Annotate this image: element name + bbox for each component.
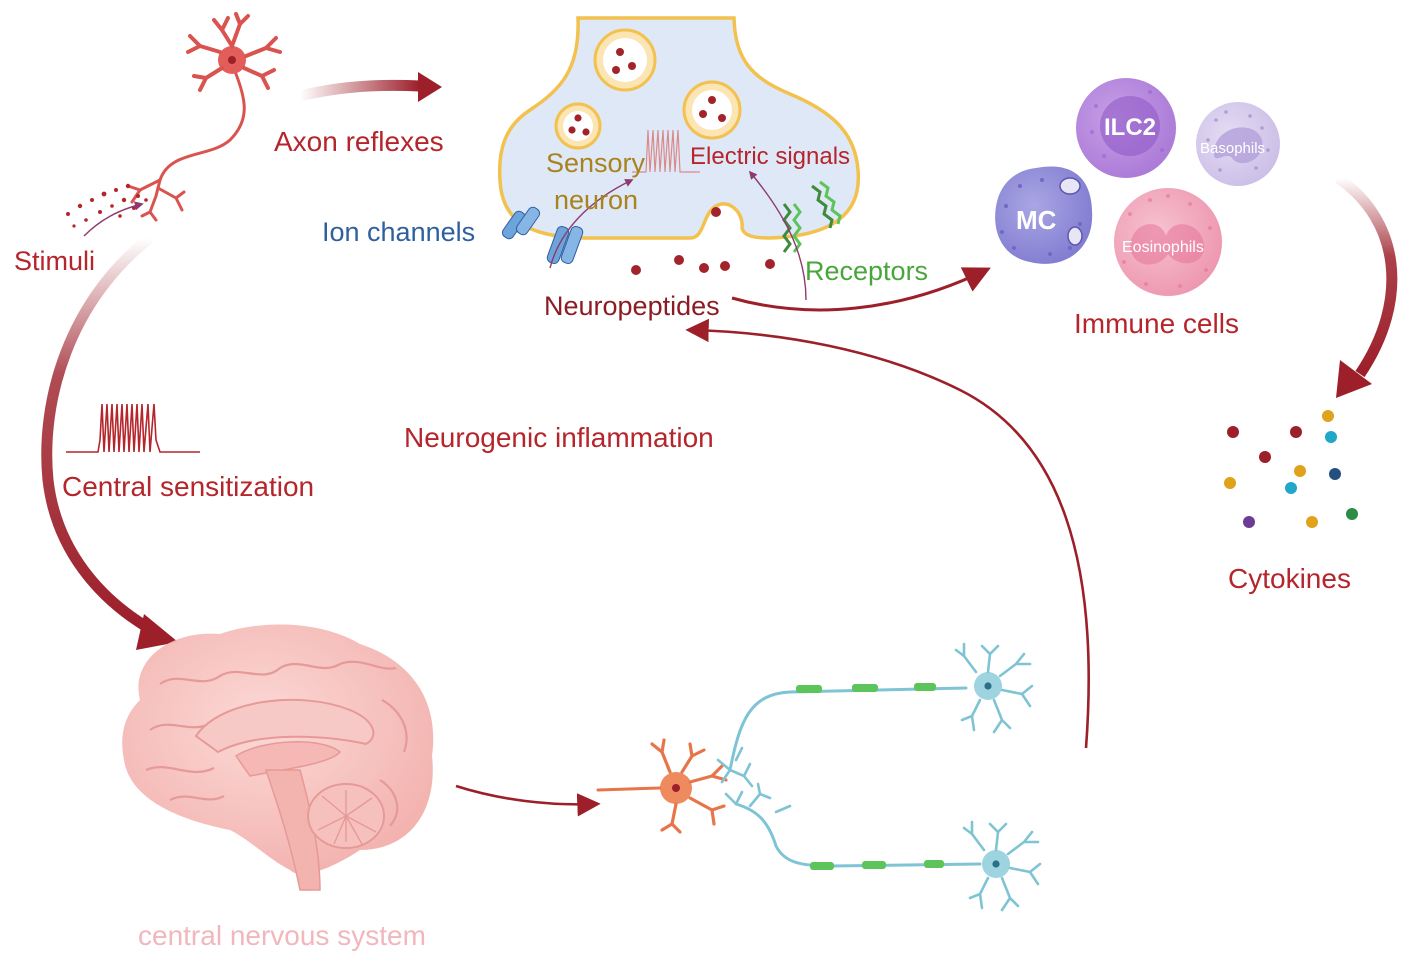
neuropeptide-dots-icon	[631, 255, 775, 275]
cns-to-neuron-arrow	[455, 784, 601, 817]
teal-neuron-lower-icon	[724, 782, 1042, 912]
mc-label: MC	[1016, 205, 1057, 235]
basophil-cell-icon	[1196, 102, 1280, 186]
receptor-icon	[811, 180, 842, 229]
cytokine-dots-icon	[1224, 410, 1358, 528]
neuropeptides-label: Neuropeptides	[544, 291, 720, 321]
cytokines-label: Cytokines	[1228, 563, 1351, 594]
neurogenic-inflammation-label: Neurogenic inflammation	[404, 422, 714, 453]
sensory-neuron-label-line2: neuron	[554, 185, 639, 215]
axon-reflex-arrow	[298, 72, 442, 102]
ion-channel-icon	[501, 206, 541, 240]
stimuli-particles-icon	[66, 183, 148, 228]
teal-neuron-upper-icon	[716, 642, 1034, 788]
vesicle-icon	[554, 102, 602, 150]
orange-neuron-icon	[596, 738, 728, 834]
immune-cells-label: Immune cells	[1074, 308, 1239, 339]
sensory-neuron-label-line1: Sensory	[546, 148, 646, 178]
receptor-signal-arrow	[748, 170, 807, 301]
central-nervous-system-label: central nervous system	[138, 920, 426, 951]
vesicle-icon	[711, 207, 721, 217]
myelin-sheath-icon	[796, 683, 936, 693]
receptor-icon	[782, 203, 802, 253]
mast-cell-icon	[995, 166, 1093, 264]
ion-channel-icon	[546, 226, 584, 264]
electric-spike-icon	[632, 129, 700, 173]
eosinophil-cell-icon	[1114, 188, 1222, 296]
axon-reflexes-label: Axon reflexes	[274, 126, 444, 157]
ion-channels-label: Ion channels	[322, 217, 476, 247]
basophils-label: Basophils	[1200, 140, 1266, 157]
action-potential-icon	[66, 403, 200, 453]
immune-to-cytokines-arrow	[1334, 173, 1398, 398]
ilc2-label: ILC2	[1104, 114, 1157, 141]
receptors-label: Receptors	[805, 256, 929, 286]
stimuli-label: Stimuli	[14, 246, 96, 276]
vesicle-icon	[593, 28, 657, 92]
return-to-neuropeptides-arrow	[685, 318, 1090, 749]
ion-signal-arrow	[549, 179, 634, 269]
ilc2-cell-icon	[1076, 78, 1176, 178]
cerebellum-icon	[307, 783, 385, 849]
sensory-neuron-terminal	[497, 16, 861, 240]
electric-signals-label: Electric signals	[690, 143, 851, 170]
myelin-sheath-icon	[810, 860, 944, 870]
neuropeptides-to-immune-arrow	[731, 267, 991, 312]
central-sensitization-arrow	[41, 233, 178, 650]
central-sensitization-label: Central sensitization	[62, 471, 315, 502]
brain-icon	[122, 624, 434, 891]
eosinophils-label: Eosinophils	[1122, 239, 1204, 256]
sensory-neuron-icon	[126, 12, 282, 222]
vesicle-icon	[682, 80, 742, 140]
stimuli-arrow	[83, 201, 144, 237]
